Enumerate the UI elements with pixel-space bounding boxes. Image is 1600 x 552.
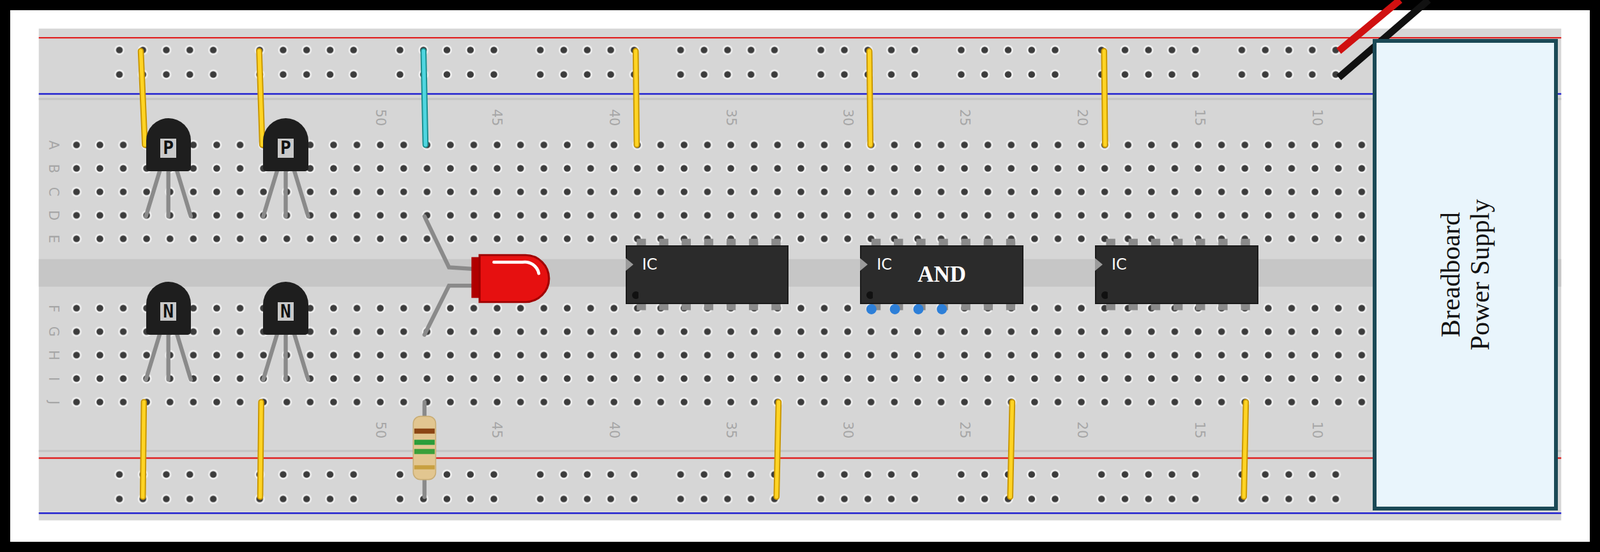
ic-notch [1094, 249, 1108, 301]
supply-label: Breadboard Power Supply [1435, 191, 1495, 358]
ic-chip: IC [1094, 245, 1259, 305]
row-letter: A [46, 140, 61, 150]
ic-label: IC [876, 255, 892, 274]
led-symbol [471, 254, 549, 302]
pnp-transistor: P [263, 118, 308, 172]
column-number: 10 [1309, 420, 1323, 438]
column-number: 20 [1075, 108, 1089, 126]
row-letter: D [46, 210, 61, 221]
column-number: 20 [1075, 420, 1089, 438]
column-number: 10 [1309, 108, 1323, 126]
ic-notch [860, 249, 873, 301]
column-number: 25 [957, 420, 972, 438]
row-letter: F [46, 304, 61, 313]
ic-label: IC [642, 255, 658, 274]
column-number: 35 [724, 108, 738, 126]
gate-label: AND [917, 261, 967, 288]
row-letter: C [46, 187, 61, 197]
row-letter: G [46, 326, 61, 337]
column-number: 40 [606, 420, 620, 438]
jumper-wires [141, 51, 1247, 497]
transistor-type: P [277, 138, 294, 158]
pnp-transistor: P [146, 118, 191, 172]
row-letter: H [46, 349, 61, 361]
column-number: 30 [840, 108, 854, 126]
column-number: 25 [957, 108, 972, 126]
column-number: 45 [489, 108, 503, 126]
column-number: 50 [372, 108, 387, 126]
column-number: 40 [606, 108, 620, 126]
npn-transistor: N [263, 281, 308, 335]
row-letter: E [46, 234, 61, 243]
ic-chip: IC AND [860, 245, 1024, 305]
ic-chip: IC [625, 245, 790, 305]
resistor-symbol [413, 416, 436, 480]
column-number: 35 [724, 420, 738, 438]
transistor-type: N [277, 301, 294, 321]
column-number: 30 [840, 420, 854, 438]
column-number: 15 [1192, 420, 1206, 438]
power-supply-box: Breadboard Power Supply [1372, 38, 1559, 511]
column-number: 50 [372, 420, 387, 438]
row-letter: B [46, 163, 61, 173]
pin-markers [866, 303, 947, 315]
ic-notch [625, 249, 639, 301]
column-number: 45 [489, 420, 503, 438]
ic-label: IC [1111, 255, 1127, 274]
column-number: 15 [1192, 108, 1206, 126]
transistor-type: N [160, 301, 177, 321]
row-letter: J [46, 400, 61, 405]
row-letter: I [46, 376, 61, 381]
npn-transistor: N [146, 281, 191, 335]
transistor-type: P [160, 138, 177, 158]
